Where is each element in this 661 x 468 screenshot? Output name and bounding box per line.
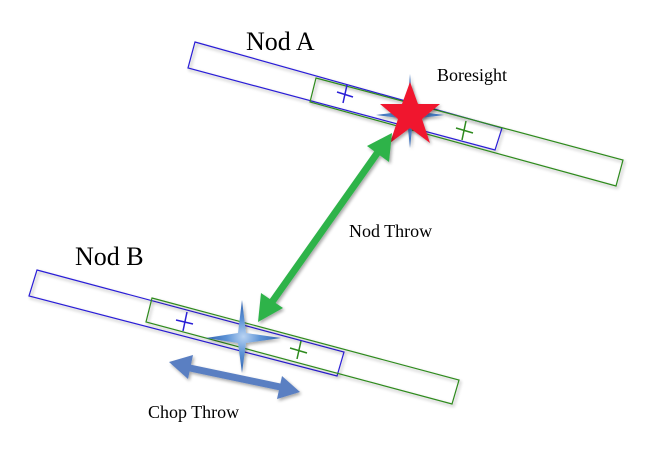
nod-a-blue-cross-icon bbox=[336, 84, 354, 104]
nod-a-label: Nod A bbox=[246, 27, 315, 56]
nod-b-blue-cross-icon bbox=[175, 311, 194, 332]
nod-throw-arrow bbox=[258, 133, 392, 322]
nod-throw-label: Nod Throw bbox=[349, 221, 432, 241]
boresight-label: Boresight bbox=[437, 65, 507, 85]
boresight-star-icon bbox=[380, 82, 440, 143]
nod-a-green-cross-icon bbox=[455, 120, 474, 141]
nod-b-green-cross-icon bbox=[289, 340, 308, 360]
nod-a-blue-beam bbox=[187, 41, 503, 151]
chop-throw-label: Chop Throw bbox=[148, 402, 239, 422]
nod-b-green-beam bbox=[145, 297, 460, 405]
chop-throw-arrow bbox=[169, 355, 300, 399]
nod-b-sparkle-icon bbox=[206, 300, 281, 373]
nod-a-green-beam bbox=[309, 77, 624, 187]
nod-b-label: Nod B bbox=[75, 242, 144, 271]
